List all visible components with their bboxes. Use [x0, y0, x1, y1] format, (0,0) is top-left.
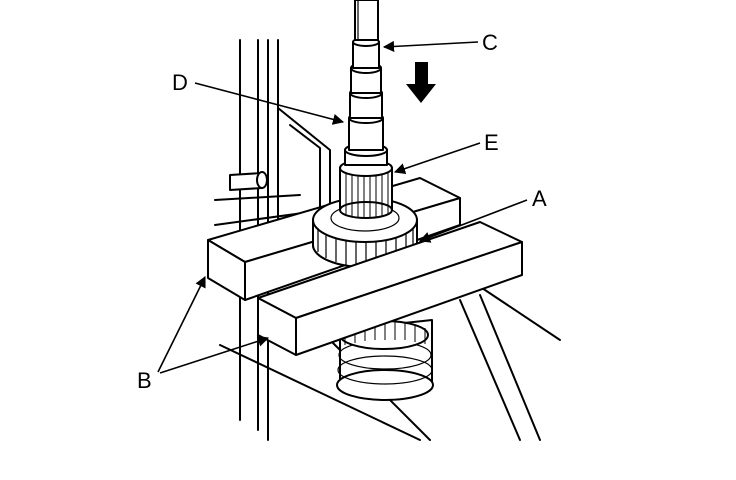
guide-rod: [214, 171, 326, 226]
callout-e: E: [484, 130, 499, 155]
callout-d: D: [172, 70, 188, 95]
lower-gear-stack: [336, 319, 434, 401]
callout-b: B: [137, 368, 152, 393]
support-block-front: [257, 221, 523, 356]
down-arrow-icon: [406, 62, 436, 103]
callout-c: C: [482, 30, 498, 55]
callout-labels: C D E A B: [137, 30, 547, 393]
shaft: [339, 0, 393, 219]
leader-lines: [157, 40, 528, 374]
callout-a: A: [532, 186, 547, 211]
